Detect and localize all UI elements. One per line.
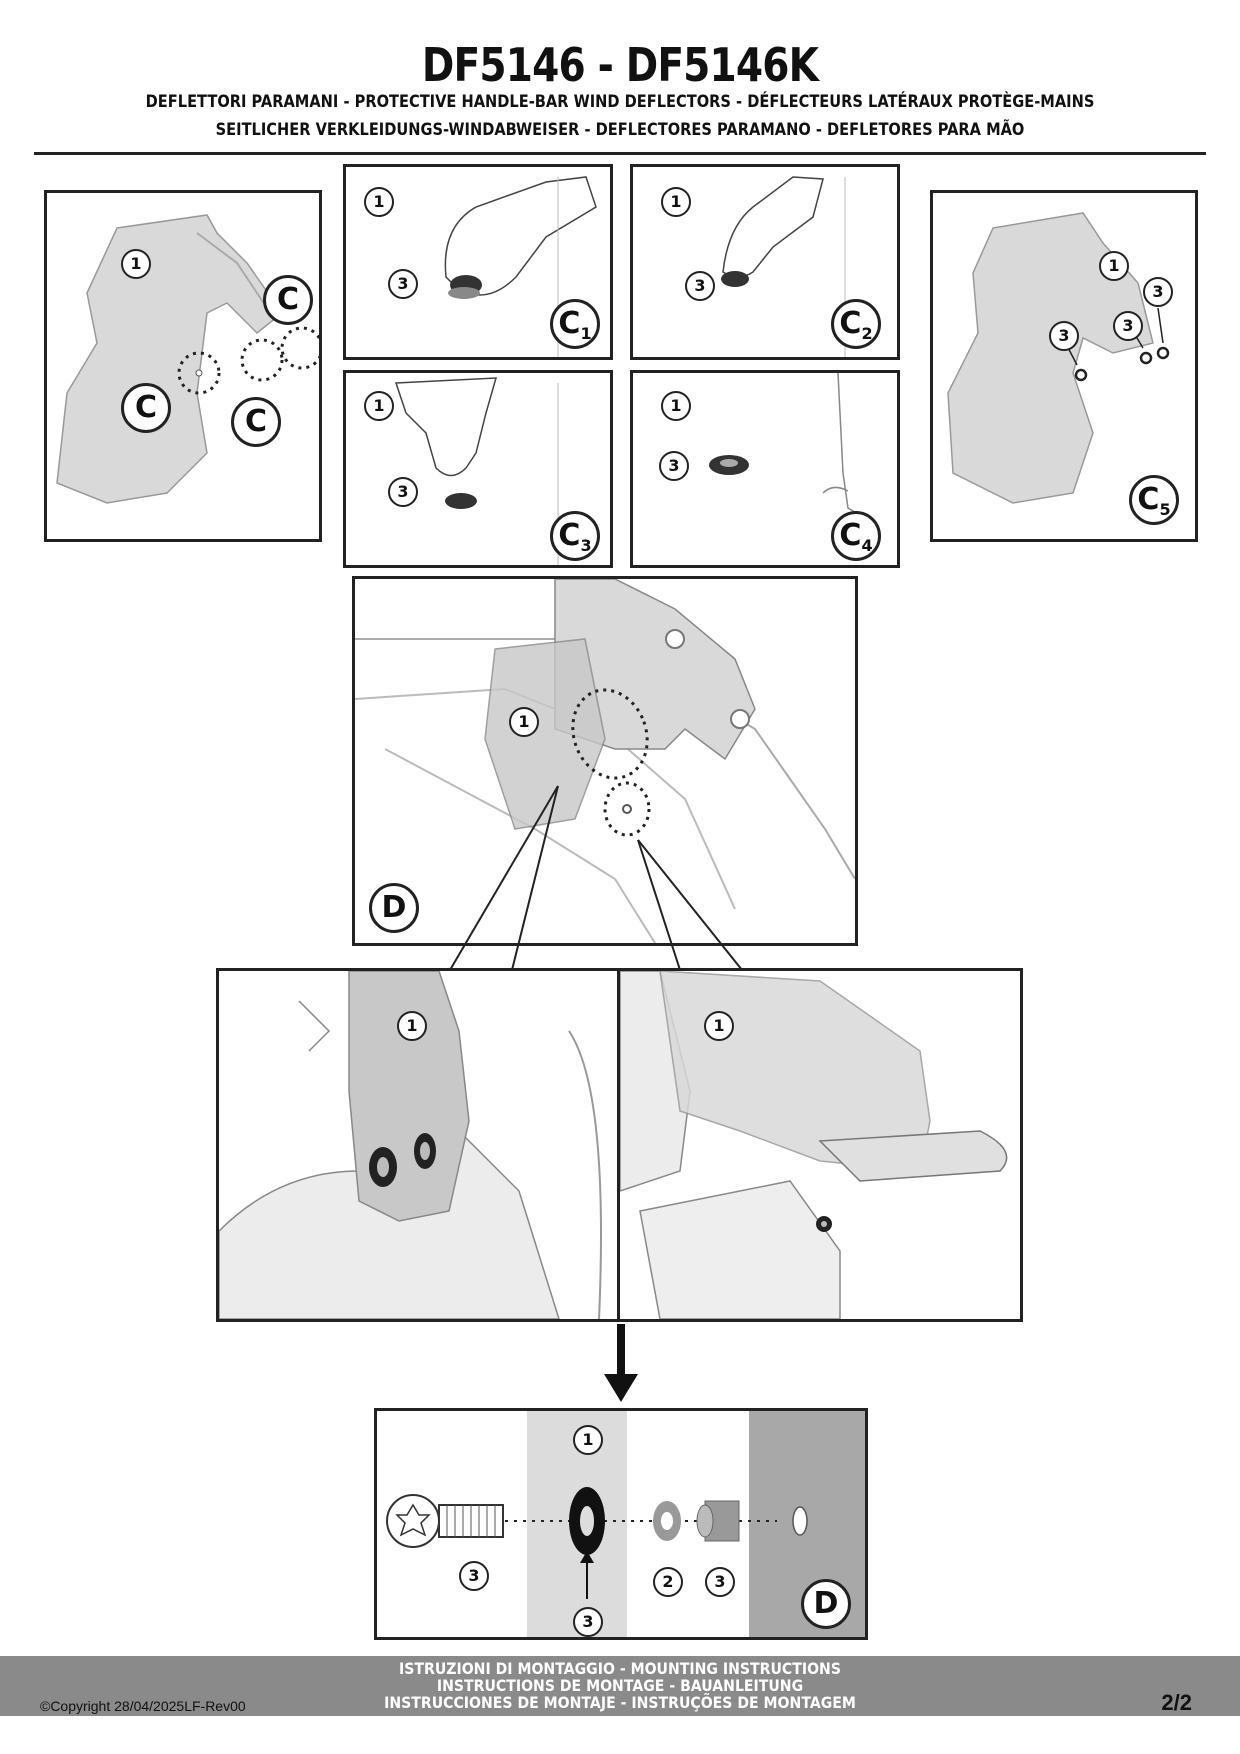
- marker-c-left: C: [121, 383, 171, 433]
- part-1-label: 1: [364, 391, 394, 421]
- screw-item-3-label: 3: [459, 1561, 489, 1591]
- step-c4-marker: C4: [831, 511, 881, 561]
- marker-c-bottom: C: [231, 397, 281, 447]
- step-d-marker: D: [369, 883, 419, 933]
- part-1-label: 1: [1099, 251, 1129, 281]
- motorcycle-mounting-illustration: [355, 579, 855, 943]
- washer-item-2-label: 2: [653, 1567, 683, 1597]
- subtitle-line-2: SEITLICHER VERKLEIDUNGS-WINDABWEISER - D…: [215, 120, 1025, 140]
- item-3-label: 3: [388, 269, 418, 299]
- item-3-label-left: 3: [1049, 321, 1079, 351]
- part-1-label: 1: [121, 249, 151, 279]
- hand-pressing-grommet-illustration: [444, 176, 597, 357]
- part-1-label: 1: [573, 1425, 603, 1455]
- footer-line-2: INSTRUCTIONS DE MONTAGE - BAUANLEITUNG: [436, 1676, 804, 1695]
- item-3-label: 3: [685, 271, 715, 301]
- hardware-stack-illustration: [386, 1411, 865, 1637]
- step-c5-panel: 1 3 3 3 C5: [930, 190, 1198, 542]
- footer-band: ISTRUZIONI DI MONTAGGIO - MOUNTING INSTR…: [0, 1656, 1240, 1716]
- footer-line-3: INSTRUCCIONES DE MONTAJE - INSTRUÇÕES DE…: [384, 1693, 856, 1712]
- overview-panel: 1 C C C: [44, 190, 322, 542]
- subtitle-line-1: DEFLETTORI PARAMANI - PROTECTIVE HANDLE-…: [145, 92, 1095, 112]
- upper-fixing-closeup-illustration: [219, 971, 602, 1319]
- marker-c-top: C: [263, 275, 313, 325]
- copyright-text: ©Copyright 28/04/2025LF-Rev00: [40, 1698, 246, 1714]
- step-c4-panel: 1 3 C4: [630, 370, 900, 568]
- step-c2-panel: 1 3 C2: [630, 164, 900, 360]
- header-divider: [34, 152, 1206, 155]
- detail-right-panel: 1: [617, 968, 1023, 1322]
- part-1-label: 1: [661, 187, 691, 217]
- step-c2-marker: C2: [831, 299, 881, 349]
- exploded-hardware-panel: 1 3 3 2 3 D: [374, 1408, 868, 1640]
- hand-pressing-grommet-illustration: [721, 176, 846, 357]
- step-c3-marker: C3: [550, 511, 600, 561]
- part-1-label: 1: [364, 187, 394, 217]
- footer-line-1: ISTRUZIONI DI MONTAGGIO - MOUNTING INSTR…: [399, 1659, 841, 1678]
- item-3-label-right: 3: [1143, 277, 1173, 307]
- spacer-item-3-label: 3: [705, 1567, 735, 1597]
- item-3-label-middle: 3: [1113, 311, 1143, 341]
- installed-grommet-illustration: [709, 373, 874, 524]
- down-arrow-icon: [604, 1324, 638, 1402]
- item-3-label: 3: [659, 451, 689, 481]
- part-1-label: 1: [704, 1011, 734, 1041]
- step-c5-marker: C5: [1129, 475, 1179, 525]
- step-c1-panel: 1 3 C1: [343, 164, 613, 360]
- step-d-marker: D: [801, 1579, 851, 1629]
- deflector-illustration: [56, 214, 319, 504]
- part-1-label: 1: [661, 391, 691, 421]
- step-c1-marker: C1: [550, 299, 600, 349]
- part-1-label: 1: [397, 1011, 427, 1041]
- document-title: DF5146 - DF5146K: [421, 38, 819, 92]
- step-d-panel: 1 D: [352, 576, 858, 946]
- lower-fixing-closeup-illustration: [620, 971, 1008, 1319]
- grommet-item-3-label: 3: [573, 1607, 603, 1637]
- page-number: 2/2: [1161, 1690, 1192, 1715]
- detail-left-panel: 1: [216, 968, 620, 1322]
- item-3-label: 3: [388, 477, 418, 507]
- step-c3-panel: 1 3 C3: [343, 370, 613, 568]
- part-1-label: 1: [509, 707, 539, 737]
